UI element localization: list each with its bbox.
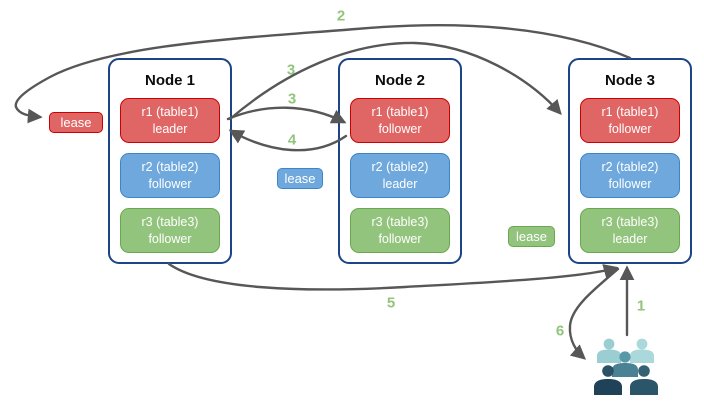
replica-name: r1 (table1) [141,105,199,120]
node2-replica-r1: r1 (table1) follower [350,98,450,143]
replica-role: follower [378,121,422,136]
replica-role: leader [382,176,418,191]
replica-role: follower [608,121,652,136]
replica-name: r3 (table3) [141,215,199,230]
arrow-step3-node1-to-node2 [226,106,347,124]
step-label-1: 1 [636,297,646,315]
node2-replica-r2: r2 (table2) leader [350,153,450,198]
replica-role: follower [148,231,192,246]
lease-badge-r1: lease [49,112,103,133]
node3-replica-r2: r2 (table2) follower [580,153,680,198]
users-group-icon [594,338,658,395]
user-back-left [597,338,621,363]
step-label-3a: 3 [286,61,296,79]
node1-replica-r1: r1 (table1) leader [120,98,220,143]
replica-name: r2 (table2) [371,160,429,175]
replica-name: r2 (table2) [601,160,659,175]
user-middle [612,351,638,377]
node-2-box: Node 2 r1 (table1) follower r2 (table2) … [338,58,462,264]
replica-name: r3 (table3) [601,215,659,230]
node-1-title: Node 1 [144,72,195,89]
node3-replica-r1: r1 (table1) follower [580,98,680,143]
node3-replica-r3: r3 (table3) leader [580,208,680,253]
step-label-2: 2 [336,7,346,25]
node1-replica-r2: r2 (table2) follower [120,153,220,198]
step-label-5: 5 [386,294,396,312]
replica-role: leader [152,121,188,136]
user-front-left [594,365,622,395]
replica-role: follower [608,176,652,191]
step-label-3b: 3 [287,90,297,108]
replica-name: r3 (table3) [371,215,429,230]
replica-name: r1 (table1) [601,105,659,120]
arrow-step5-node1-to-node3 [167,262,619,291]
step-label-6: 6 [555,322,565,340]
node-3-box: Node 3 r1 (table1) follower r2 (table2) … [568,58,692,264]
replica-role: follower [378,231,422,246]
replica-role: leader [612,231,648,246]
node-1-box: Node 1 r1 (table1) leader r2 (table2) fo… [108,58,232,264]
arrow-step6-node3-to-users [568,267,620,360]
user-back-right [630,338,654,363]
node2-replica-r3: r3 (table3) follower [350,208,450,253]
step-label-4: 4 [287,131,297,149]
replica-role: follower [148,176,192,191]
lease-badge-r3: lease [508,226,555,247]
user-front-right [630,365,658,395]
lease-badge-r2: lease [277,168,323,189]
node-2-title: Node 2 [374,72,425,89]
replica-name: r2 (table2) [141,160,199,175]
replica-name: r1 (table1) [371,105,429,120]
node-3-title: Node 3 [604,72,655,89]
node1-replica-r3: r3 (table3) follower [120,208,220,253]
